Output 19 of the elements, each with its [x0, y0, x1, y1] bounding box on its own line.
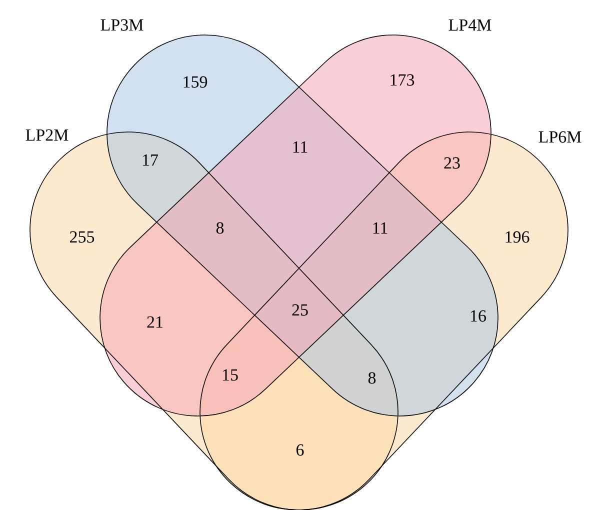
count-label: 6 — [296, 444, 304, 456]
count-label: 11 — [293, 141, 308, 153]
count-label: 8 — [216, 222, 224, 234]
count-label: 23 — [444, 157, 460, 169]
set-label: LP3M — [100, 19, 144, 31]
count-label: 15 — [223, 369, 238, 381]
count-label: 21 — [147, 316, 162, 328]
set-label: LP2M — [26, 129, 68, 141]
count-label: 11 — [373, 222, 388, 234]
count-label: 255 — [70, 231, 94, 243]
count-label: 8 — [368, 372, 376, 384]
count-label: 16 — [471, 310, 486, 322]
set-label: LP4M — [448, 19, 492, 31]
count-label: 17 — [143, 154, 158, 166]
count-label: 173 — [390, 74, 414, 86]
count-label: 196 — [506, 231, 530, 243]
count-label: 159 — [184, 76, 208, 88]
set-label: LP6M — [538, 131, 582, 143]
count-label: 25 — [292, 304, 308, 316]
